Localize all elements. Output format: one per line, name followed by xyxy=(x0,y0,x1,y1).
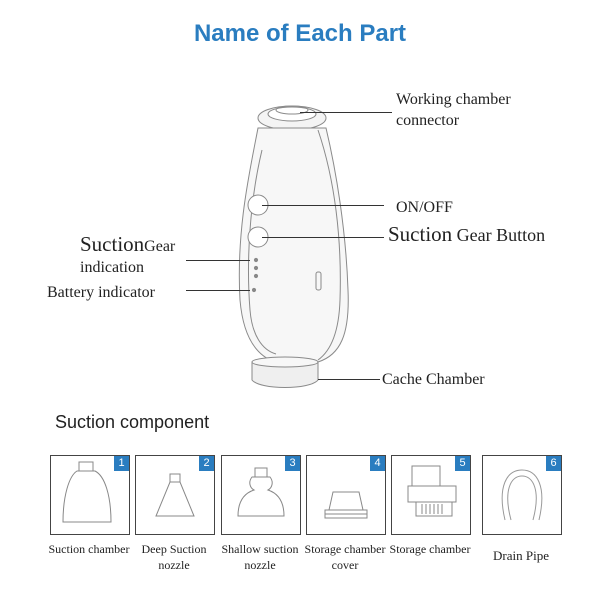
part-box-4: 4 xyxy=(306,455,386,535)
part-box-2: 2 xyxy=(135,455,215,535)
part-label-4: Storage chamber cover xyxy=(304,542,386,572)
part-label-2: Deep Suction nozzle xyxy=(141,542,207,572)
part-label-3: Shallow suction nozzle xyxy=(221,542,299,572)
label-suction-gear-word: Suction xyxy=(388,222,453,246)
label-suction-gear-indication: SuctionGear indication xyxy=(80,234,175,278)
part-number-4: 4 xyxy=(370,456,385,471)
deep-nozzle-icon xyxy=(155,473,195,517)
leader-onoff xyxy=(262,205,384,206)
label-onoff: ON/OFF xyxy=(396,199,453,216)
part-number-6: 6 xyxy=(546,456,561,471)
leader-indication xyxy=(186,260,250,261)
part-number-1: 1 xyxy=(114,456,129,471)
part-box-6: 6 xyxy=(482,455,562,535)
part-number-3: 3 xyxy=(285,456,300,471)
label-gear-button-word: Gear Button xyxy=(456,225,546,245)
suction-chamber-icon xyxy=(62,461,112,523)
part-box-1: 1 xyxy=(50,455,130,535)
label-indication-word: indication xyxy=(80,259,144,276)
connector-ring-top xyxy=(275,105,309,115)
label-working-chamber-connector: Working chamber connector xyxy=(396,91,511,129)
part-label-1: Suction chamber xyxy=(48,542,130,556)
label-indication-suction-word: Suction xyxy=(80,232,145,256)
leader-cache xyxy=(318,379,380,380)
part-number-2: 2 xyxy=(199,456,214,471)
label-indication-gear-word: Gear xyxy=(144,238,176,255)
part-number-5: 5 xyxy=(455,456,470,471)
cache-chamber-shape xyxy=(251,361,319,388)
device-illustration xyxy=(238,105,349,388)
label-suction-gear-button: Suction Gear Button xyxy=(388,224,545,246)
part-box-3: 3 xyxy=(221,455,301,535)
leader-working-chamber xyxy=(300,112,392,113)
part-label-6: Drain Pipe xyxy=(493,548,549,563)
device-inner-panel xyxy=(248,149,277,355)
part-label-5: Storage chamber xyxy=(389,542,471,556)
section-heading-suction-component: Suction component xyxy=(55,412,210,432)
page-title: Name of Each Part xyxy=(193,20,407,47)
device-side-panel xyxy=(317,129,341,361)
label-battery-indicator: Battery indicator xyxy=(47,284,155,301)
shallow-nozzle-icon xyxy=(237,467,285,517)
leader-gear xyxy=(262,237,384,238)
label-cache-chamber: Cache Chamber xyxy=(382,371,485,388)
storage-cover-icon xyxy=(324,491,368,519)
storage-chamber-icon xyxy=(407,465,457,517)
part-box-5: 5 xyxy=(391,455,471,535)
leader-battery xyxy=(186,290,250,291)
drain-pipe-icon xyxy=(501,469,543,521)
